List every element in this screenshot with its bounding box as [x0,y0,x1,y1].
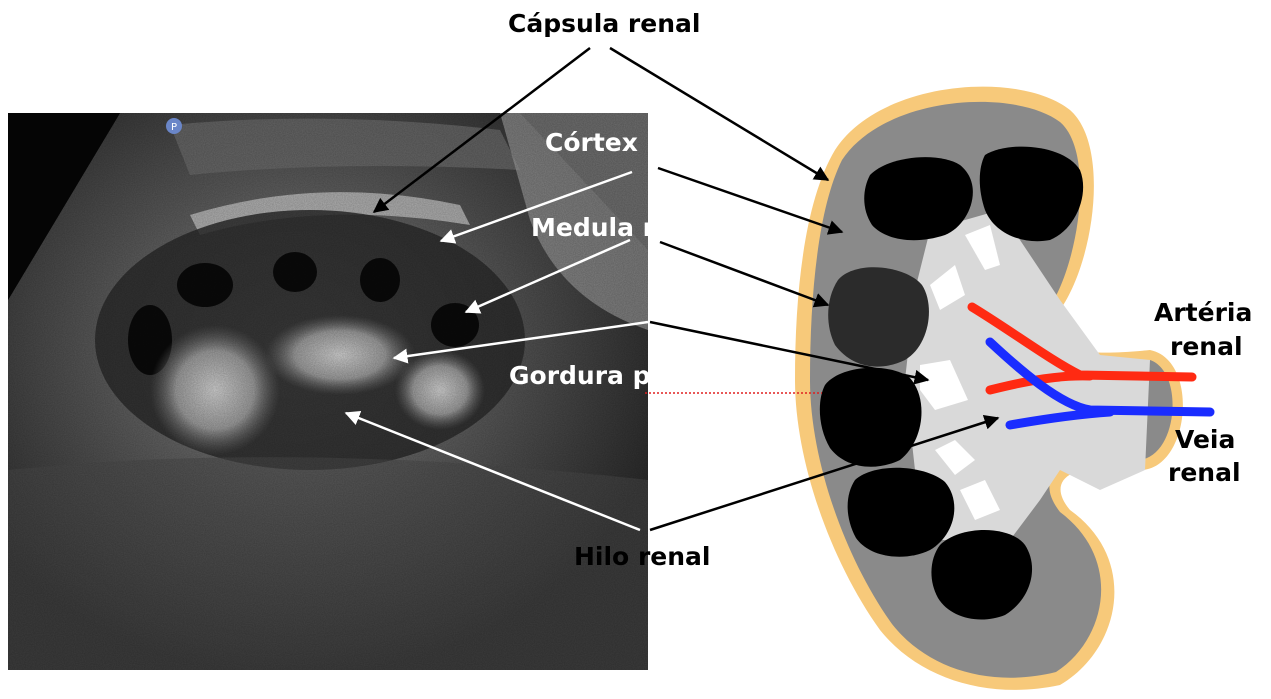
label-veia-line2: renal [1168,458,1241,487]
label-medula-renal: Medula renal [531,213,715,242]
medullary-pyramid [848,468,955,557]
probe-marker-label: P [171,122,177,133]
ultrasound-image: P [8,113,648,670]
label-gordura-pericaliceal: Gordura pericaliceal [509,361,794,390]
label-arteria-line2: renal [1170,332,1243,361]
label-arteria-line1: Artéria [1154,298,1252,327]
label-veia-line1: Veia [1175,425,1235,454]
medullary-pyramid [820,368,922,467]
label-capsula-renal: Cápsula renal [508,9,700,38]
medullary-pyramid-highlighted [828,267,929,366]
label-hilo-renal: Hilo renal [574,542,710,571]
label-cortex-renal: Córtex renal [545,128,719,157]
kidney-diagram [795,87,1210,690]
